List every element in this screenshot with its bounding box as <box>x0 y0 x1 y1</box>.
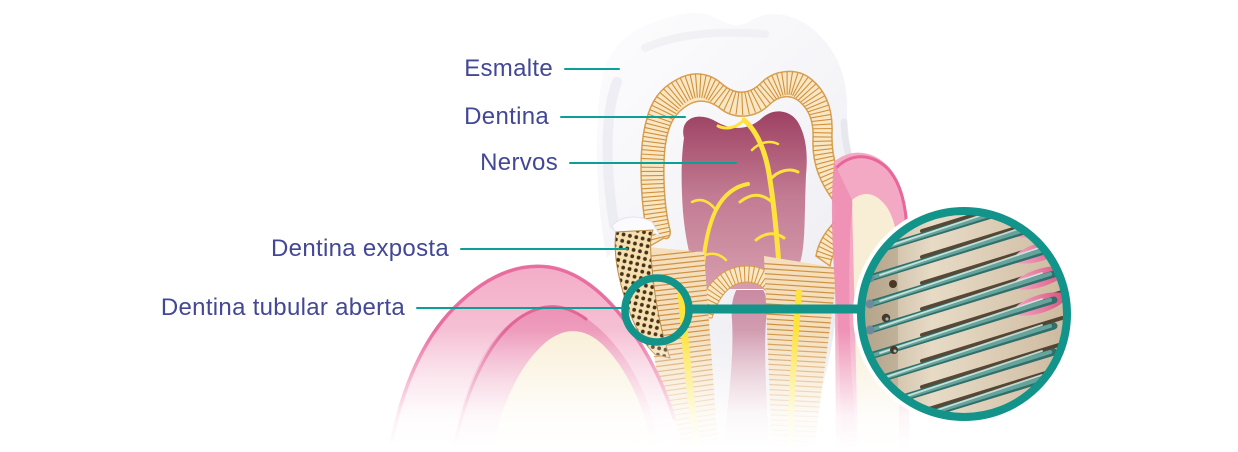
label-dentina-tubular-aberta: Dentina tubular aberta <box>161 292 624 324</box>
magnifier-ring <box>857 207 1071 421</box>
enamel-shadow-left <box>602 77 622 230</box>
label-nervos-text: Nervos <box>480 149 558 176</box>
label-dentina-exposta: Dentina exposta <box>271 233 628 265</box>
label-esmalte-leader-line <box>564 67 620 71</box>
right-gum-rim <box>834 155 909 234</box>
magnifier-target-circle <box>621 274 693 346</box>
label-esmalte-text: Esmalte <box>464 55 553 82</box>
label-dentina-text: Dentina <box>464 103 549 130</box>
label-nervos-leader-line <box>569 161 737 165</box>
magnifier-annotation <box>621 203 1075 425</box>
label-nervos: Nervos <box>480 147 737 179</box>
tubule-pores <box>881 280 898 354</box>
label-esmalte: Esmalte <box>464 53 620 85</box>
label-dentina-leader-line <box>560 115 686 119</box>
label-dentina-tubular-aberta-text: Dentina tubular aberta <box>160 294 405 321</box>
pulp-chamber <box>681 111 807 292</box>
label-dentina-exposta-text: Dentina exposta <box>271 235 449 262</box>
label-dentina: Dentina <box>464 101 686 133</box>
label-dentina-tubular-aberta-leader-line <box>416 306 624 310</box>
label-dentina-exposta-leader-line <box>460 247 628 251</box>
enamel-shadow-top <box>641 28 769 52</box>
